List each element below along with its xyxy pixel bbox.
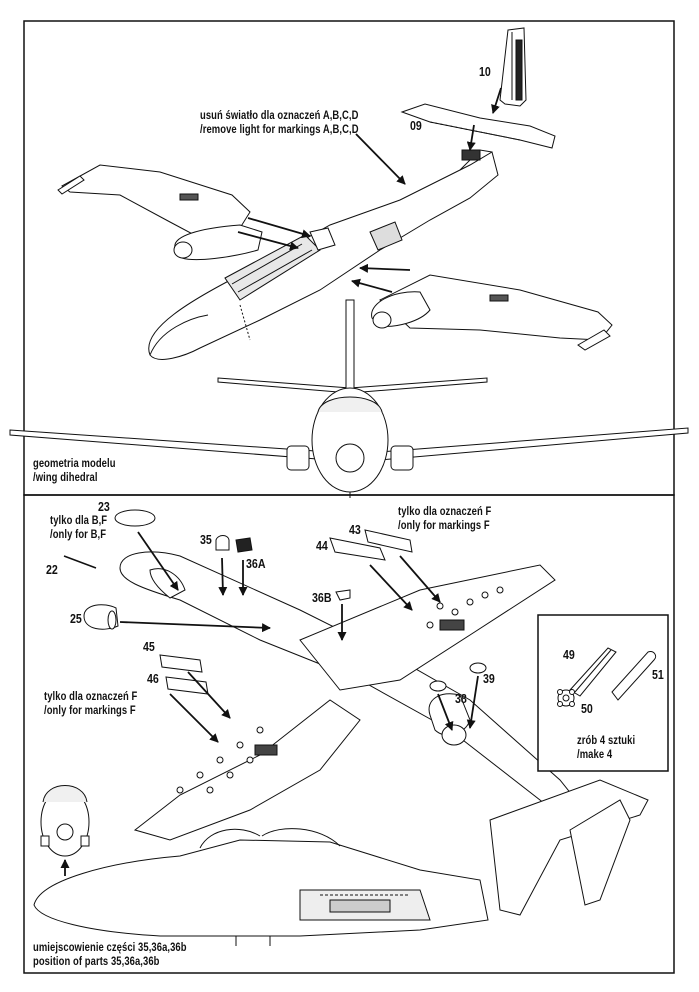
only-bf-note-pl: tylko dla B,F — [50, 515, 108, 527]
part-number-50: 50 — [581, 702, 593, 716]
small-parts — [83, 509, 487, 695]
only-f-note-left-pl: tylko dla oznaczeń F — [44, 691, 138, 703]
parts-position-note-en: position of parts 35,36a,36b — [33, 956, 160, 968]
bottom-panel-frame — [23, 494, 675, 974]
left-wing-exploded — [57, 164, 263, 261]
part-number-38: 38 — [455, 692, 467, 706]
part-number-46: 46 — [147, 672, 159, 686]
only-f-note-top: tylko dla oznaczeń F /only for markings … — [398, 505, 491, 533]
remove-light-note-en: /remove light for markings A,B,C,D — [200, 124, 359, 136]
part-number-49: 49 — [563, 648, 575, 662]
inset-parts — [557, 647, 657, 707]
parts-position-note: umiejscowienie części 35,36a,36b positio… — [33, 941, 187, 969]
parts-position-note-pl: umiejscowienie części 35,36a,36b — [33, 942, 187, 954]
tailplane-part — [400, 103, 556, 149]
only-f-note-left-en: /only for markings F — [44, 705, 136, 717]
part-number-44: 44 — [316, 539, 328, 553]
tail-fin-part — [499, 27, 527, 107]
part-number-09: 09 — [410, 119, 422, 133]
only-f-note-top-pl: tylko dla oznaczeń F — [398, 506, 492, 518]
part-number-51: 51 — [652, 668, 664, 682]
part-number-45: 45 — [143, 640, 155, 654]
part-number-43: 43 — [349, 523, 361, 537]
make-4-note-en: /make 4 — [577, 749, 613, 761]
part-number-35: 35 — [200, 533, 212, 547]
only-f-note-top-en: /only for markings F — [398, 520, 490, 532]
part-number-10: 10 — [479, 65, 491, 79]
part-number-23: 23 — [98, 500, 110, 514]
assembly-arrows-top — [237, 87, 502, 293]
only-f-note-left: tylko dla oznaczeń F /only for markings … — [44, 690, 137, 718]
wing-dihedral-note: geometria modelu /wing dihedral — [33, 457, 116, 485]
remove-light-note-pl: usuń światło dla oznaczeń A,B,C,D — [200, 110, 359, 122]
right-wing-exploded — [371, 274, 613, 351]
side-view-fuselage — [33, 828, 489, 946]
make-4-note-pl: zrób 4 sztuki — [577, 735, 636, 747]
wing-dihedral-note-en: /wing dihedral — [33, 472, 98, 484]
only-bf-note: tylko dla B,F /only for B,F — [50, 514, 107, 542]
front-view-aircraft — [9, 299, 689, 498]
part-number-36a: 36A — [246, 557, 266, 571]
part-number-39: 39 — [483, 672, 495, 686]
only-bf-note-en: /only for B,F — [50, 529, 107, 541]
wing-dihedral-note-pl: geometria modelu — [33, 458, 116, 470]
part-number-25: 25 — [70, 612, 82, 626]
front-view-small — [40, 785, 90, 857]
main-aircraft-drawing — [63, 551, 649, 916]
assembly-arrows-bottom — [60, 531, 479, 876]
fuselage-exploded — [148, 149, 499, 360]
part-number-22: 22 — [46, 563, 58, 577]
part-number-36b: 36B — [312, 591, 332, 605]
make-4-note: zrób 4 sztuki /make 4 — [577, 734, 635, 762]
remove-light-note: usuń światło dla oznaczeń A,B,C,D /remov… — [200, 109, 359, 137]
